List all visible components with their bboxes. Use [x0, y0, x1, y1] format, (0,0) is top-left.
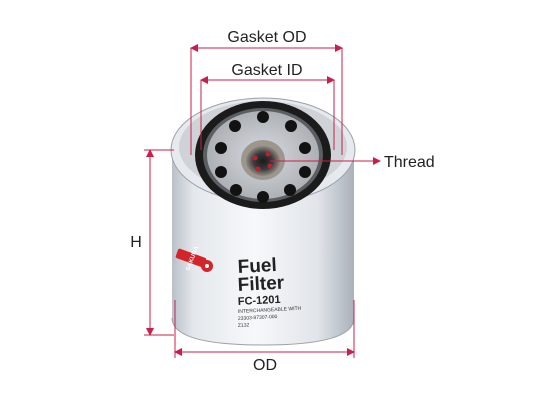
center-thread: [241, 140, 285, 180]
dimension-labels: Gasket OD Gasket ID Thread H OD: [130, 29, 434, 374]
product-line-1: Fuel: [237, 255, 277, 278]
gasket-id-label: Gasket ID: [231, 62, 302, 79]
od-label: OD: [253, 357, 277, 374]
product-line-2: Filter: [237, 273, 285, 296]
product-model: FC-1201: [238, 294, 281, 308]
product-label: Fuel Filter FC-1201 INTERCHANGEABLE WITH…: [237, 255, 302, 329]
part-number: 23303-87307-000: [238, 314, 278, 322]
plate-holes: [215, 111, 311, 203]
dimension-lines: [144, 44, 381, 358]
height-label: H: [130, 234, 142, 251]
thread-label: Thread: [384, 154, 435, 171]
gasket-od-label: Gasket OD: [227, 29, 306, 46]
product-code: Z132: [238, 322, 250, 329]
interchange-label: INTERCHANGEABLE WITH: [238, 306, 302, 315]
